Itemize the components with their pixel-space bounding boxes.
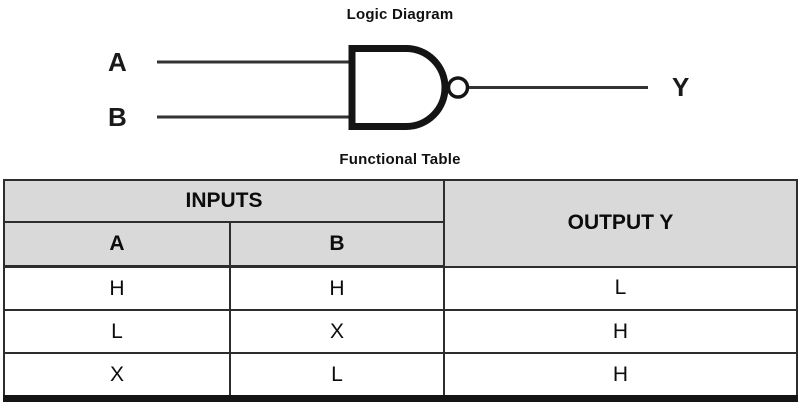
cell-b: H <box>228 265 446 311</box>
table-header-row-inputs: INPUTS OUTPUT Y <box>2 179 799 268</box>
logic-diagram-title: Logic Diagram <box>346 6 454 23</box>
functional-table-title: Functional Table <box>339 151 461 168</box>
functional-table: INPUTS OUTPUT Y A B H H L L X H X L H <box>2 179 799 402</box>
cell-y: H <box>443 309 799 354</box>
nand-gate-icon <box>157 45 648 130</box>
cell-y: L <box>443 265 799 311</box>
cell-a: H <box>3 265 231 311</box>
cell-a: L <box>3 309 231 354</box>
input-b-label: B <box>108 102 127 132</box>
table-row: H H L <box>3 265 799 311</box>
output-header-cell: OUTPUT Y <box>443 179 799 268</box>
cell-a: X <box>3 352 231 400</box>
inverter-bubble-icon <box>446 76 470 99</box>
table-header-row-columns: A B <box>3 221 797 268</box>
table-row: X L H <box>3 352 799 400</box>
inputs-header-cell: INPUTS <box>2 179 446 223</box>
cell-y: H <box>443 352 799 400</box>
and-gate-body <box>348 45 449 130</box>
output-y-label: Y <box>672 72 690 102</box>
column-a-header-cell: A <box>3 221 231 268</box>
cell-b: X <box>228 309 446 354</box>
table-row: L X H <box>3 309 799 354</box>
input-a-label: A <box>108 47 127 77</box>
column-b-header-cell: B <box>228 221 446 268</box>
cell-b: L <box>228 352 446 400</box>
